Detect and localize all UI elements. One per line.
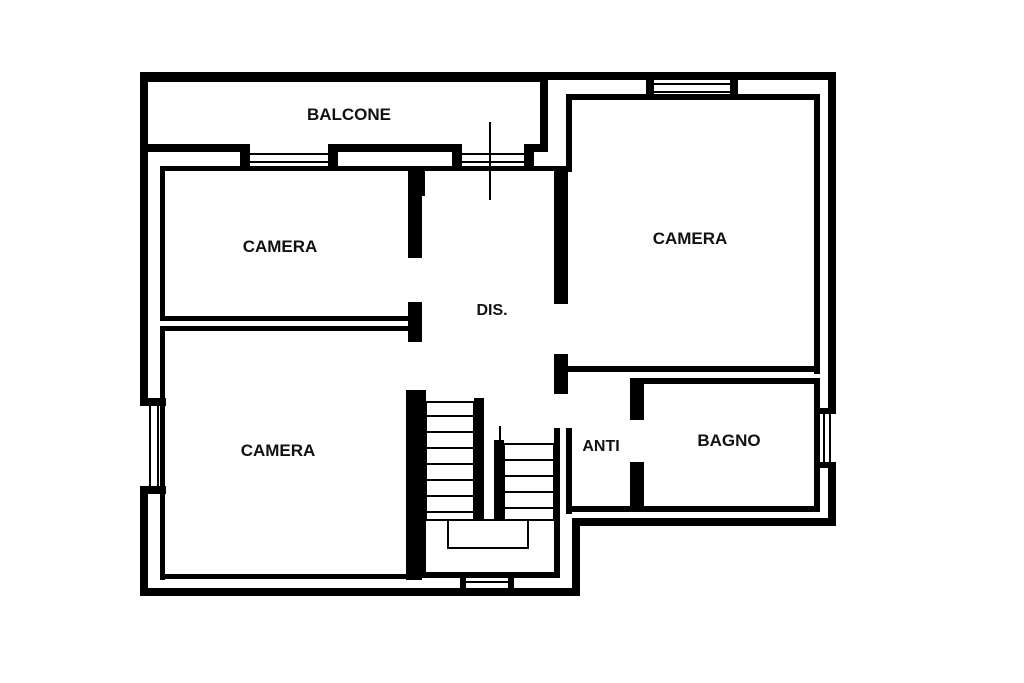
label-camera-top-left: CAMERA [243,237,318,256]
anti-left-wall [566,428,572,514]
room2-left-wall [554,166,568,304]
room1-bottom-wall [160,316,422,321]
walls [140,72,836,596]
window-frame-top-right-1 [646,74,654,100]
wall-bottom-right [572,518,836,526]
window-frame-balcony-2 [328,144,338,170]
room3-left-wall [160,326,165,580]
balcony-right-wall [540,78,548,148]
room2-right-wall [814,94,820,374]
balcony-bottom-wall-left [140,144,248,152]
balcony-inner-wall [148,78,544,82]
stair-run-left [425,401,475,521]
anti-divider-top [630,378,644,420]
bagno-right-wall [814,378,820,512]
balcony-bottom-wall-mid [332,144,460,152]
label-bagno: BAGNO [697,431,760,450]
wall-left-lower [140,488,148,596]
window-frame-balcony-3 [452,144,462,170]
stair-left-wall [420,390,426,576]
wall-top-right [546,72,836,80]
room1-right-wall [408,166,422,258]
wall-right-outer-lower [828,466,836,526]
stair-bottom-wall [420,572,560,578]
stair-landing [447,519,529,549]
window-frame-right-1 [820,408,836,414]
wall-top-left [140,72,546,80]
window-frame-bottom-2 [508,576,514,596]
wall-step-vertical [572,518,580,596]
staircase [425,401,555,549]
room2-top-wall [566,94,820,100]
window-frame-balcony-1 [240,144,250,170]
room-labels: BALCONE CAMERA CAMERA CAMERA DIS. ANTI B… [241,105,761,460]
window-frame-left-1 [140,398,166,406]
windows [149,83,831,591]
wall-bottom [140,588,580,596]
room2-bottom-wall [566,366,820,372]
stair-right-wall [554,428,560,578]
label-camera-bottom-left: CAMERA [241,441,316,460]
label-dis: DIS. [476,302,507,319]
bagno-top-wall [640,378,820,384]
anti-divider-bottom [630,462,644,512]
room1-left-wall [160,166,165,321]
label-camera-top-right: CAMERA [653,229,728,248]
room3-right-wall [406,390,422,580]
room2-door-jamb [554,354,568,394]
window-frame-bottom-1 [460,576,466,596]
room3-top-wall [160,326,410,331]
room3-bottom-wall [160,574,410,579]
wall-left-upper [140,72,148,402]
stair-core-wall [474,398,484,520]
window-frame-balcony-4 [524,144,534,170]
room1-door-jamb [408,302,422,342]
window-frame-left-2 [140,486,166,494]
room2-top-left-stub [566,94,572,172]
anti-top-wall [566,366,636,372]
corridor-top-jamb [420,166,425,196]
window-frame-top-right-2 [730,74,738,100]
balcony-bottom-wall-right [526,144,548,152]
label-anti: ANTI [582,438,619,455]
window-frame-right-2 [820,462,836,468]
label-balcone: BALCONE [307,105,391,124]
wall-right-outer [828,72,836,412]
room1-top-wall [160,166,410,171]
bagno-bottom-wall [566,506,820,512]
